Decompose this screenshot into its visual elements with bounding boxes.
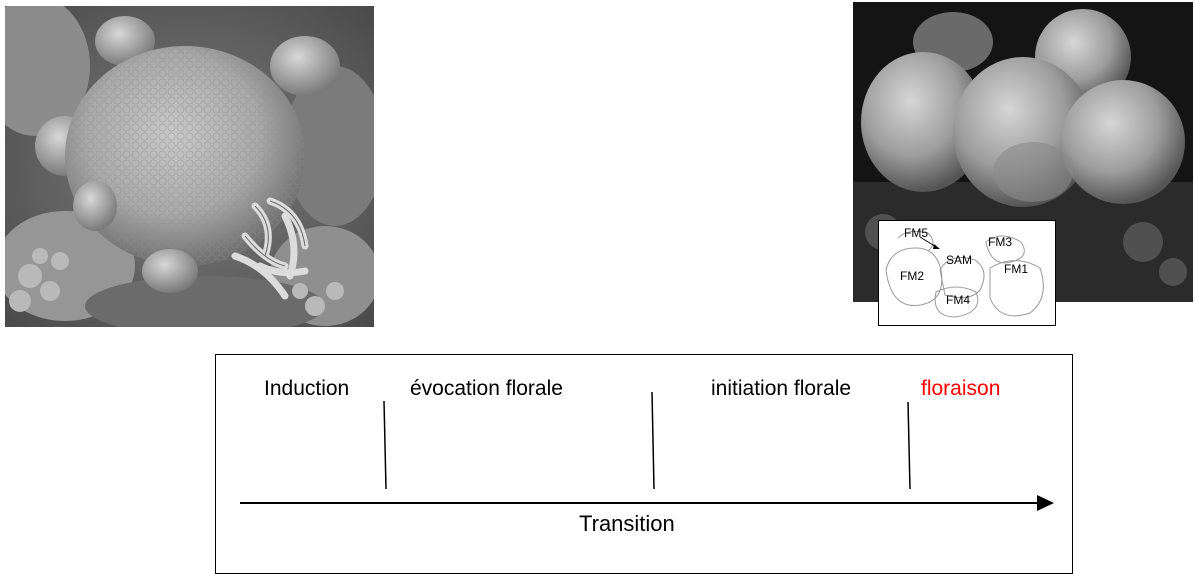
stage-label-induction: Induction: [264, 377, 349, 401]
stage-divider-2: [652, 392, 654, 489]
timeline-arrowhead: [1037, 495, 1054, 511]
axis-label-transition: Transition: [579, 511, 675, 537]
stage-divider-1: [384, 401, 386, 489]
stage-label-floraison: floraison: [921, 377, 1000, 401]
stage-label-evocation: évocation florale: [410, 377, 563, 401]
stage-divider-3: [908, 402, 910, 489]
stage-label-initiation: initiation florale: [711, 377, 851, 401]
